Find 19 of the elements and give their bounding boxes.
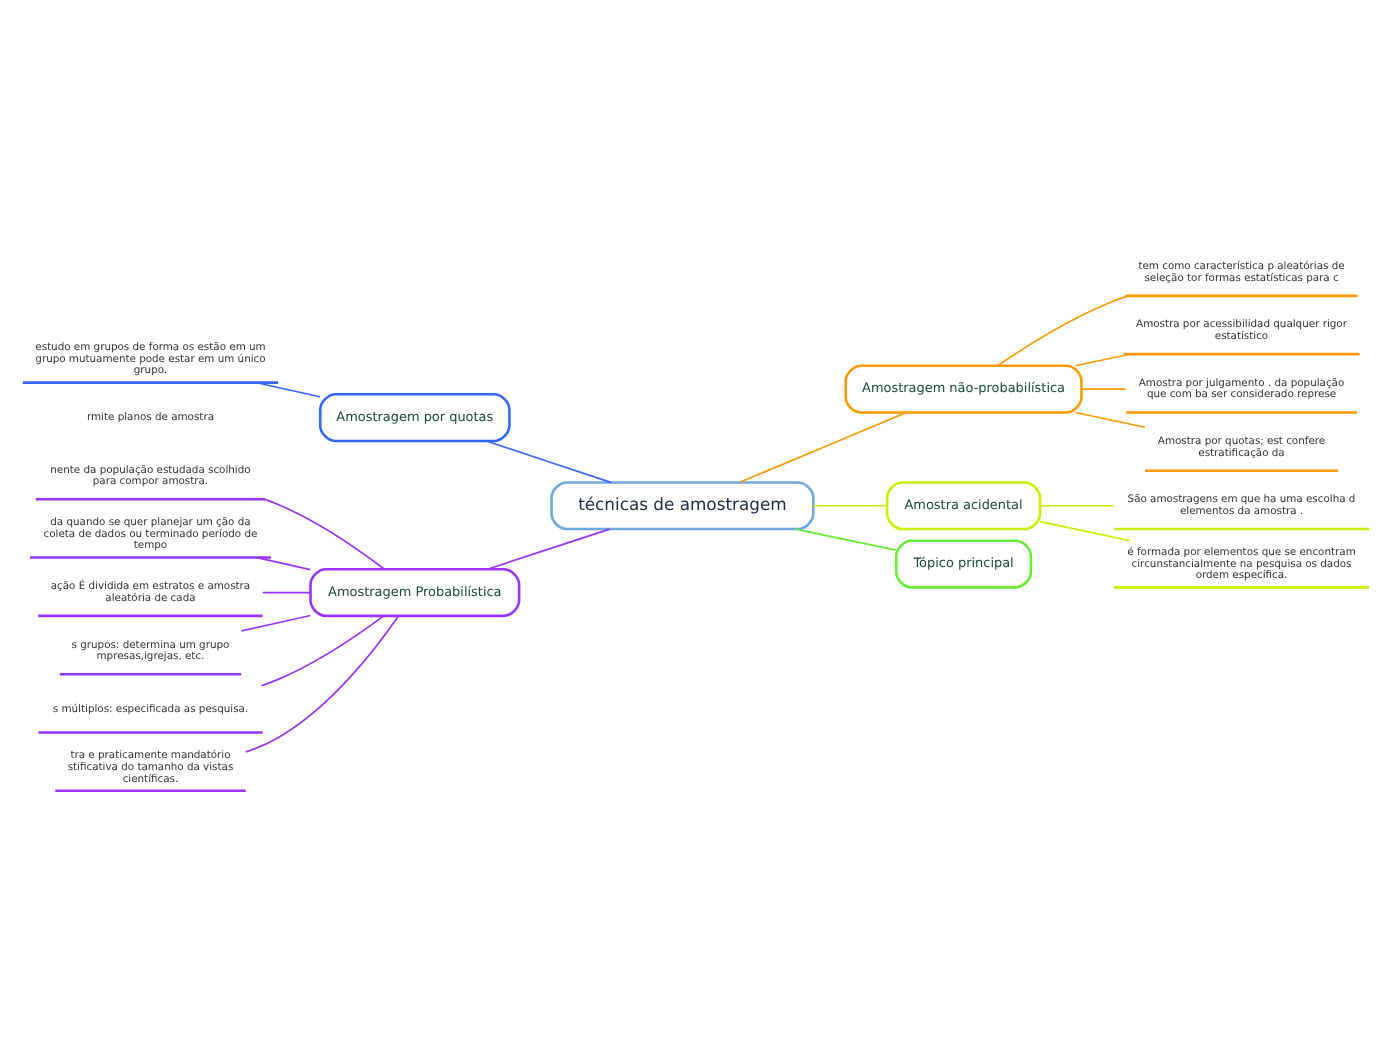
connector bbox=[1074, 411, 1146, 429]
connector bbox=[1039, 520, 1131, 542]
connector bbox=[245, 615, 400, 753]
connector bbox=[255, 556, 312, 571]
connector bbox=[485, 440, 612, 484]
connector bbox=[255, 381, 321, 398]
connector bbox=[260, 615, 385, 687]
connector bbox=[1039, 504, 1115, 507]
connector bbox=[812, 504, 888, 507]
connector bbox=[1080, 388, 1127, 390]
connector bbox=[261, 591, 312, 594]
connector bbox=[996, 295, 1129, 367]
connector bbox=[240, 614, 312, 632]
connector bbox=[794, 528, 897, 551]
connector bbox=[1074, 353, 1131, 367]
connector bbox=[264, 498, 385, 570]
connector bbox=[486, 528, 611, 571]
node-box: técnicas de amostragem bbox=[550, 481, 815, 531]
connector bbox=[738, 411, 908, 484]
